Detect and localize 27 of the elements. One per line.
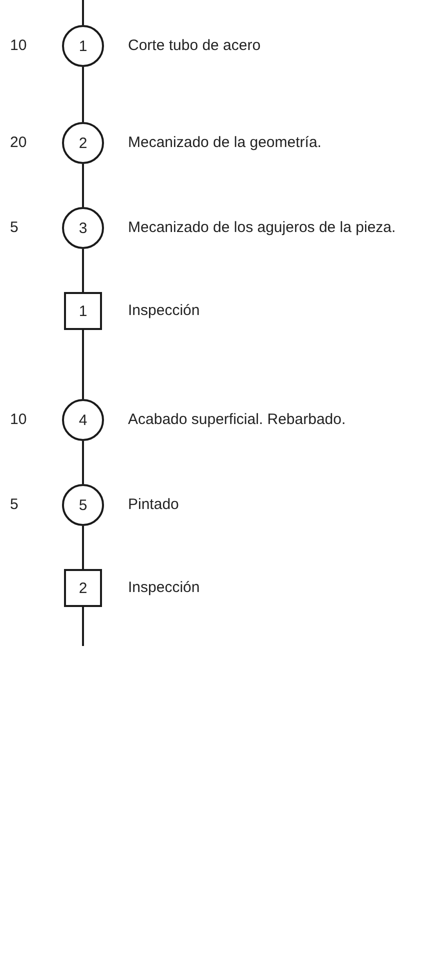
time-value: 10 — [10, 37, 27, 55]
operation-circle: 1 — [62, 25, 104, 67]
operation-circle: 5 — [62, 484, 104, 526]
connector-line — [82, 330, 84, 399]
step-description: Inspección — [128, 579, 200, 597]
operation-circle: 2 — [62, 122, 104, 164]
step-description: Corte tubo de acero — [128, 37, 261, 55]
time-value: 20 — [10, 134, 27, 152]
step-description: Acabado superficial. Rebarbado. — [128, 411, 346, 429]
inspection-square: 2 — [64, 569, 102, 607]
step-description: Pintado — [128, 496, 179, 514]
connector-line — [82, 67, 84, 122]
step-description: Mecanizado de la geometría. — [128, 134, 322, 152]
time-value: 10 — [10, 411, 27, 429]
connector-line — [82, 0, 84, 25]
time-value: 5 — [10, 496, 18, 514]
connector-line — [82, 607, 84, 646]
connector-line — [82, 164, 84, 207]
operation-circle: 4 — [62, 399, 104, 441]
operation-circle: 3 — [62, 207, 104, 249]
inspection-square: 1 — [64, 292, 102, 330]
step-description: Inspección — [128, 302, 200, 320]
connector-line — [82, 526, 84, 569]
connector-line — [82, 441, 84, 484]
time-value: 5 — [10, 219, 18, 237]
step-description: Mecanizado de los agujeros de la pieza. — [128, 219, 396, 237]
connector-line — [82, 249, 84, 292]
